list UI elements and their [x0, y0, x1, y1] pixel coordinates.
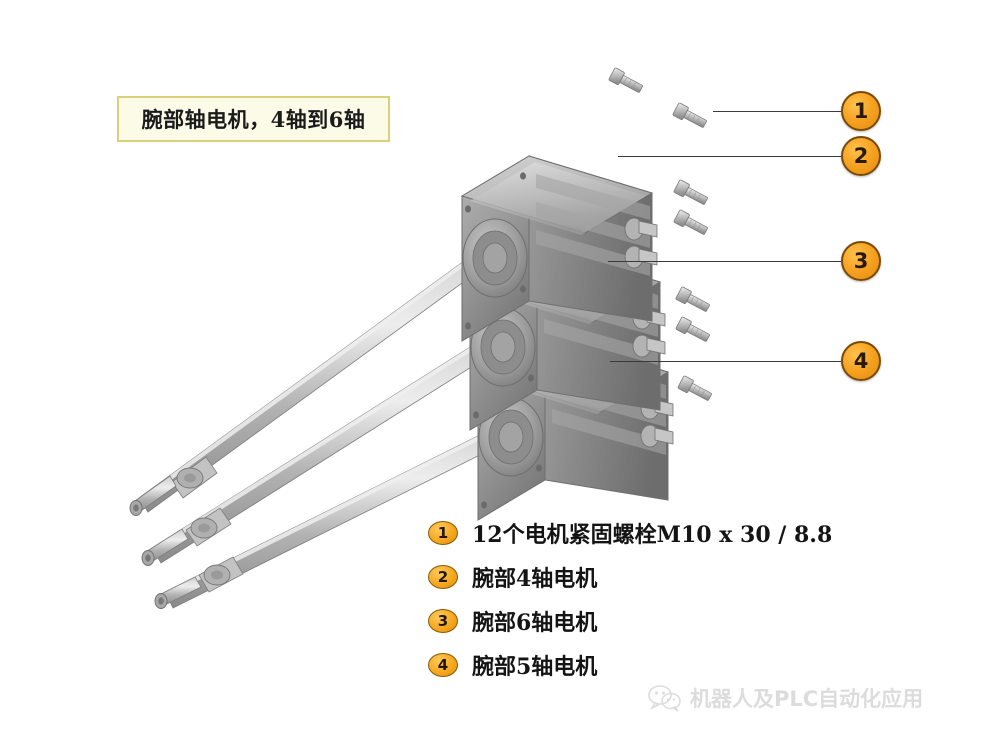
legend-badge-3: 3	[428, 609, 458, 633]
legend-badge-4: 4	[428, 653, 458, 677]
fastening-bolt	[677, 375, 712, 401]
legend-label-4: 腕部5轴电机	[472, 654, 598, 680]
fastening-bolt	[673, 209, 708, 235]
legend-item: 3 腕部6轴电机	[428, 599, 832, 643]
drive-shaft-upper	[129, 236, 511, 516]
fastening-bolt	[608, 67, 643, 93]
callout-2[interactable]: 2	[841, 136, 881, 176]
callout-3[interactable]: 3	[841, 241, 881, 281]
leader-line-2	[618, 156, 841, 157]
leader-line-4	[610, 361, 841, 362]
legend-label-1: 12个电机紧固螺栓M10 x 30 / 8.8	[472, 522, 833, 548]
fastening-bolt	[675, 316, 710, 342]
title-box: 腕部轴电机，4轴到6轴	[117, 96, 390, 142]
legend-item: 4 腕部5轴电机	[428, 643, 832, 687]
leader-line-3	[608, 261, 841, 262]
legend: 1 12个电机紧固螺栓M10 x 30 / 8.8 2 腕部4轴电机 3 腕部6…	[428, 511, 832, 687]
callout-1[interactable]: 1	[841, 91, 881, 131]
fastening-bolt	[673, 179, 708, 205]
fastening-bolt	[672, 102, 707, 128]
fastening-bolt	[675, 286, 710, 312]
legend-badge-2: 2	[428, 565, 458, 589]
legend-item: 2 腕部4轴电机	[428, 555, 832, 599]
wechat-icon	[648, 685, 681, 712]
legend-label-3: 腕部6轴电机	[472, 610, 598, 636]
leader-line-1	[713, 111, 841, 112]
title-text: 腕部轴电机，4轴到6轴	[141, 107, 366, 132]
fastening-bolt-group	[608, 67, 712, 401]
legend-badge-1: 1	[428, 521, 458, 545]
legend-item: 1 12个电机紧固螺栓M10 x 30 / 8.8	[428, 511, 832, 555]
watermark: 机器人及PLC自动化应用	[648, 683, 923, 713]
watermark-text: 机器人及PLC自动化应用	[690, 687, 924, 711]
legend-label-2: 腕部4轴电机	[472, 566, 598, 592]
callout-4[interactable]: 4	[841, 341, 881, 381]
